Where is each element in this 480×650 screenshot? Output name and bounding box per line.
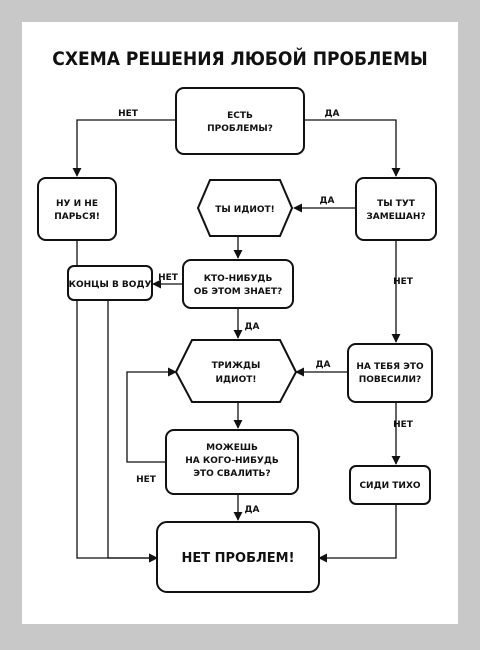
svg-text:ЗАМЕШАН?: ЗАМЕШАН?: [366, 212, 425, 222]
edge-label-yes: ДА: [320, 196, 335, 206]
svg-text:НА ТЕБЯ ЭТО: НА ТЕБЯ ЭТО: [356, 362, 424, 372]
node-idiot: ТЫ ИДИОТ!: [196, 179, 294, 237]
svg-text:ПРОБЛЕМЫ?: ПРОБЛЕМЫ?: [207, 124, 273, 134]
edge-label-no: НЕТ: [393, 277, 414, 287]
edge-quiet-to-noproblem: [318, 504, 397, 563]
svg-text:НЕТ ПРОБЛЕМ!: НЕТ ПРОБЛЕМ!: [181, 551, 294, 566]
svg-text:НУ И НЕ: НУ И НЕ: [56, 199, 98, 209]
svg-text:ПОВЕСИЛИ?: ПОВЕСИЛИ?: [359, 375, 422, 385]
svg-text:НА КОГО-НИБУДЬ: НА КОГО-НИБУДЬ: [185, 456, 279, 466]
svg-text:ТРИЖДЫ: ТРИЖДЫ: [212, 361, 261, 371]
node-dont-worry: НУ И НЕ ПАРЬСЯ!: [37, 177, 117, 241]
edge-label-yes: ДА: [325, 109, 340, 119]
svg-text:КОНЦЫ В ВОДУ: КОНЦЫ В ВОДУ: [69, 280, 152, 290]
svg-text:ПАРЬСЯ!: ПАРЬСЯ!: [54, 212, 100, 222]
edge-label-yes: ДА: [245, 505, 260, 515]
svg-text:ЕСТЬ: ЕСТЬ: [227, 111, 253, 121]
svg-text:ТЫ ИДИОТ!: ТЫ ИДИОТ!: [215, 205, 275, 215]
svg-text:ОБ ЭТОМ ЗНАЕТ?: ОБ ЭТОМ ЗНАЕТ?: [194, 287, 283, 297]
svg-text:СИДИ ТИХО: СИДИ ТИХО: [359, 481, 420, 491]
node-anyone-knows: КТО-НИБУДЬ ОБ ЭТОМ ЗНАЕТ?: [182, 259, 294, 309]
edge-problems-no: [72, 119, 176, 177]
node-involved: ТЫ ТУТ ЗАМЕШАН?: [355, 177, 437, 241]
edge-label-no: НЕТ: [393, 420, 414, 430]
node-problems: ЕСТЬ ПРОБЛЕМЫ?: [175, 87, 305, 155]
svg-text:ЭТО СВАЛИТЬ?: ЭТО СВАЛИТЬ?: [193, 469, 270, 479]
edge-ends-to-noproblem: [107, 300, 158, 563]
flowchart: СХЕМА РЕШЕНИЯ ЛЮБОЙ ПРОБЛЕМЫ: [37, 47, 437, 593]
edge-label-no: НЕТ: [136, 475, 157, 485]
node-sit-quiet: СИДИ ТИХО: [349, 465, 431, 505]
svg-text:ТЫ ТУТ: ТЫ ТУТ: [377, 199, 416, 209]
connectors: [72, 119, 401, 563]
edge-label-no: НЕТ: [158, 273, 179, 283]
edge-blame-no: [126, 367, 177, 463]
edge-labels: НЕТ ДА ДА НЕТ ДА НЕТ ДА НЕТ НЕТ ДА: [118, 109, 414, 515]
edge-label-no: НЕТ: [118, 109, 139, 119]
node-triple-idiot: ТРИЖДЫ ИДИОТ!: [174, 339, 298, 403]
node-no-problem: НЕТ ПРОБЛЕМ!: [156, 521, 320, 593]
poster: СХЕМА РЕШЕНИЯ ЛЮБОЙ ПРОБЛЕМЫ: [22, 22, 458, 624]
svg-text:КТО-НИБУДЬ: КТО-НИБУДЬ: [204, 274, 273, 284]
node-ends: КОНЦЫ В ВОДУ: [67, 265, 153, 301]
node-pinned: НА ТЕБЯ ЭТО ПОВЕСИЛИ?: [347, 343, 433, 403]
svg-text:МОЖЕШЬ: МОЖЕШЬ: [206, 443, 258, 453]
chart-title: СХЕМА РЕШЕНИЯ ЛЮБОЙ ПРОБЛЕМЫ: [52, 47, 427, 70]
node-blame: МОЖЕШЬ НА КОГО-НИБУДЬ ЭТО СВАЛИТЬ?: [165, 429, 299, 495]
edge-label-yes: ДА: [316, 360, 331, 370]
svg-text:ИДИОТ!: ИДИОТ!: [216, 375, 257, 385]
edge-problems-yes: [304, 119, 401, 177]
edge-label-yes: ДА: [245, 322, 260, 332]
